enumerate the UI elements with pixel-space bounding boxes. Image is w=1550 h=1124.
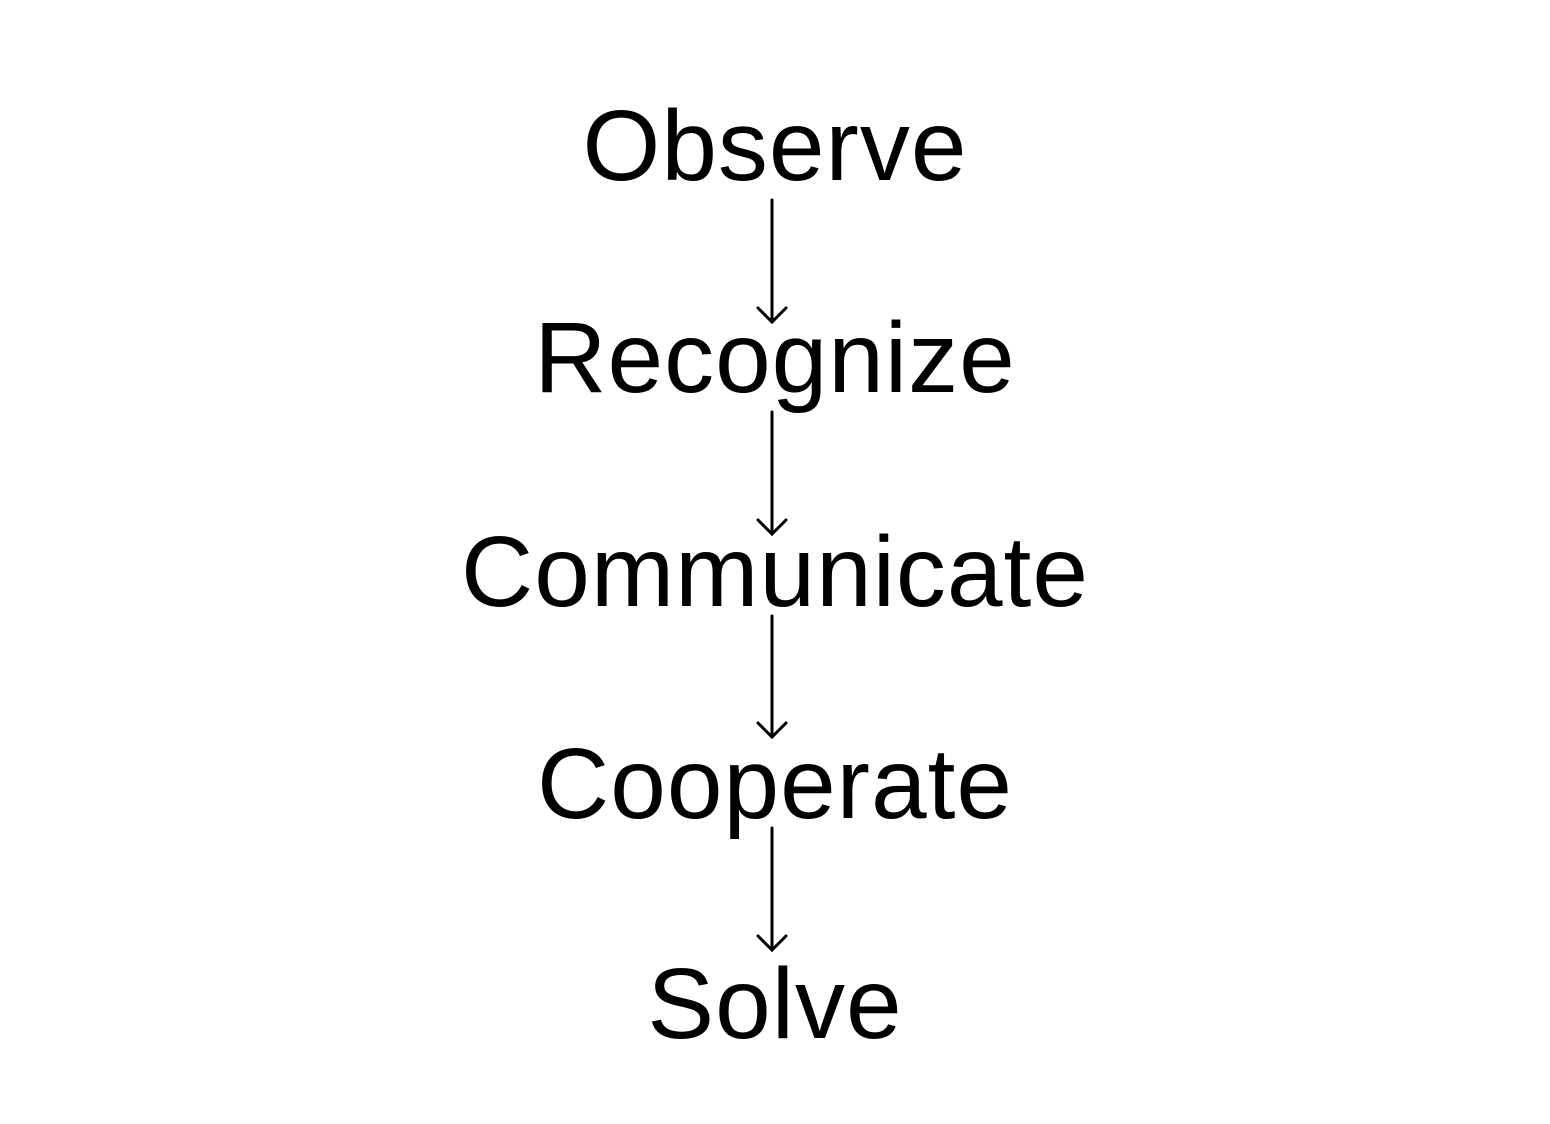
arrow-communicate-to-cooperate xyxy=(756,614,788,740)
step-communicate: Communicate xyxy=(461,516,1089,628)
step-cooperate: Cooperate xyxy=(537,728,1013,840)
step-recognize: Recognize xyxy=(534,302,1016,414)
step-solve: Solve xyxy=(647,948,903,1060)
arrow-cooperate-to-solve xyxy=(756,826,788,953)
step-observe: Observe xyxy=(582,90,968,202)
